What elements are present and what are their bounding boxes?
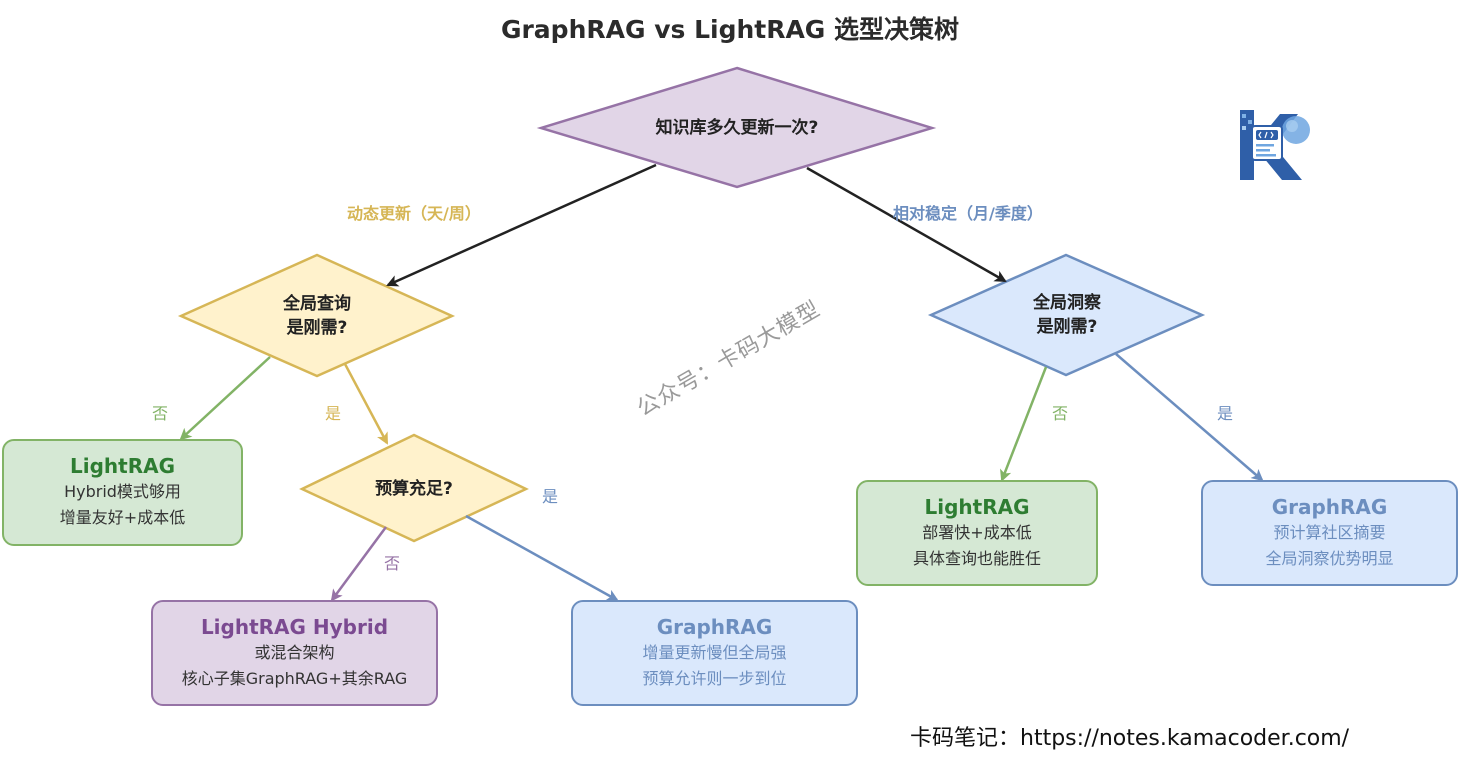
- result-title: GraphRAG: [656, 615, 773, 639]
- result-lightrag-hybrid: LightRAG Hybrid 或混合架构 核心子集GraphRAG+其余RAG: [151, 600, 438, 706]
- answer-yes-insight: 是: [1217, 404, 1234, 423]
- global-query-line-2: 是刚需?: [286, 318, 348, 338]
- arrow-query-yes: [343, 363, 389, 445]
- result-lightrag-dynamic: LightRAG Hybrid模式够用 增量友好+成本低: [2, 439, 243, 546]
- arrow-insight-yes: [1115, 353, 1264, 482]
- global-insight-line-2: 是刚需?: [1036, 317, 1098, 337]
- result-title: LightRAG Hybrid: [200, 615, 389, 639]
- budget-diamond: [299, 433, 529, 543]
- budget-text: 预算充足?: [334, 477, 494, 501]
- answer-no-budget: 否: [384, 554, 401, 573]
- global-query-text: 全局查询 是刚需?: [231, 292, 403, 340]
- result-line: 核心子集GraphRAG+其余RAG: [181, 669, 408, 688]
- root-decision-label: 知识库多久更新一次?: [655, 118, 819, 138]
- answer-no-insight: 否: [1052, 404, 1069, 423]
- result-title: GraphRAG: [1271, 495, 1388, 519]
- result-graphrag-stable: GraphRAG 预计算社区摘要 全局洞察优势明显: [1201, 480, 1458, 586]
- branch-label-stable: 相对稳定（月/季度）: [893, 204, 1043, 223]
- global-insight-diamond: [927, 253, 1206, 377]
- result-line: 增量更新慢但全局强: [642, 643, 787, 662]
- result-line: 预计算社区摘要: [1273, 523, 1386, 542]
- result-line: 或混合架构: [254, 643, 335, 662]
- result-line: 全局洞察优势明显: [1265, 549, 1394, 568]
- arrow-insight-no: [1000, 366, 1048, 482]
- arrow-query-no: [179, 356, 271, 441]
- arrow-root-to-left: [386, 163, 657, 287]
- footer-notes-link: 卡码笔记：https://notes.kamacoder.com/: [910, 726, 1350, 751]
- root-decision-diamond: [536, 66, 937, 189]
- result-line: 预算允许则一步到位: [642, 669, 787, 688]
- global-query-diamond: [177, 253, 456, 378]
- result-line: Hybrid模式够用: [64, 482, 181, 501]
- branch-label-dynamic: 动态更新（天/周）: [347, 204, 481, 223]
- result-title: LightRAG: [924, 495, 1030, 519]
- global-query-line-1: 全局查询: [283, 294, 351, 314]
- arrow-budget-yes: [465, 514, 619, 602]
- answer-no-query: 否: [152, 404, 169, 423]
- result-line: 部署快+成本低: [922, 523, 1032, 542]
- answer-yes-budget: 是: [542, 487, 559, 506]
- budget-label: 预算充足?: [375, 479, 453, 499]
- result-line: 增量友好+成本低: [59, 508, 186, 527]
- root-decision-text: 知识库多久更新一次?: [581, 116, 893, 140]
- diagram-title: GraphRAG vs LightRAG 选型决策树: [500, 15, 960, 44]
- kamacoder-logo-icon: [1240, 110, 1310, 180]
- answer-yes-query: 是: [325, 404, 342, 423]
- result-line: 具体查询也能胜任: [912, 549, 1041, 568]
- result-lightrag-stable: LightRAG 部署快+成本低 具体查询也能胜任: [856, 480, 1098, 586]
- arrow-budget-no: [330, 526, 388, 602]
- result-graphrag-dynamic: GraphRAG 增量更新慢但全局强 预算允许则一步到位: [571, 600, 858, 706]
- global-insight-text: 全局洞察 是刚需?: [981, 291, 1153, 339]
- arrow-root-to-right: [806, 166, 1007, 283]
- global-insight-line-1: 全局洞察: [1033, 293, 1101, 313]
- result-title: LightRAG: [69, 454, 175, 478]
